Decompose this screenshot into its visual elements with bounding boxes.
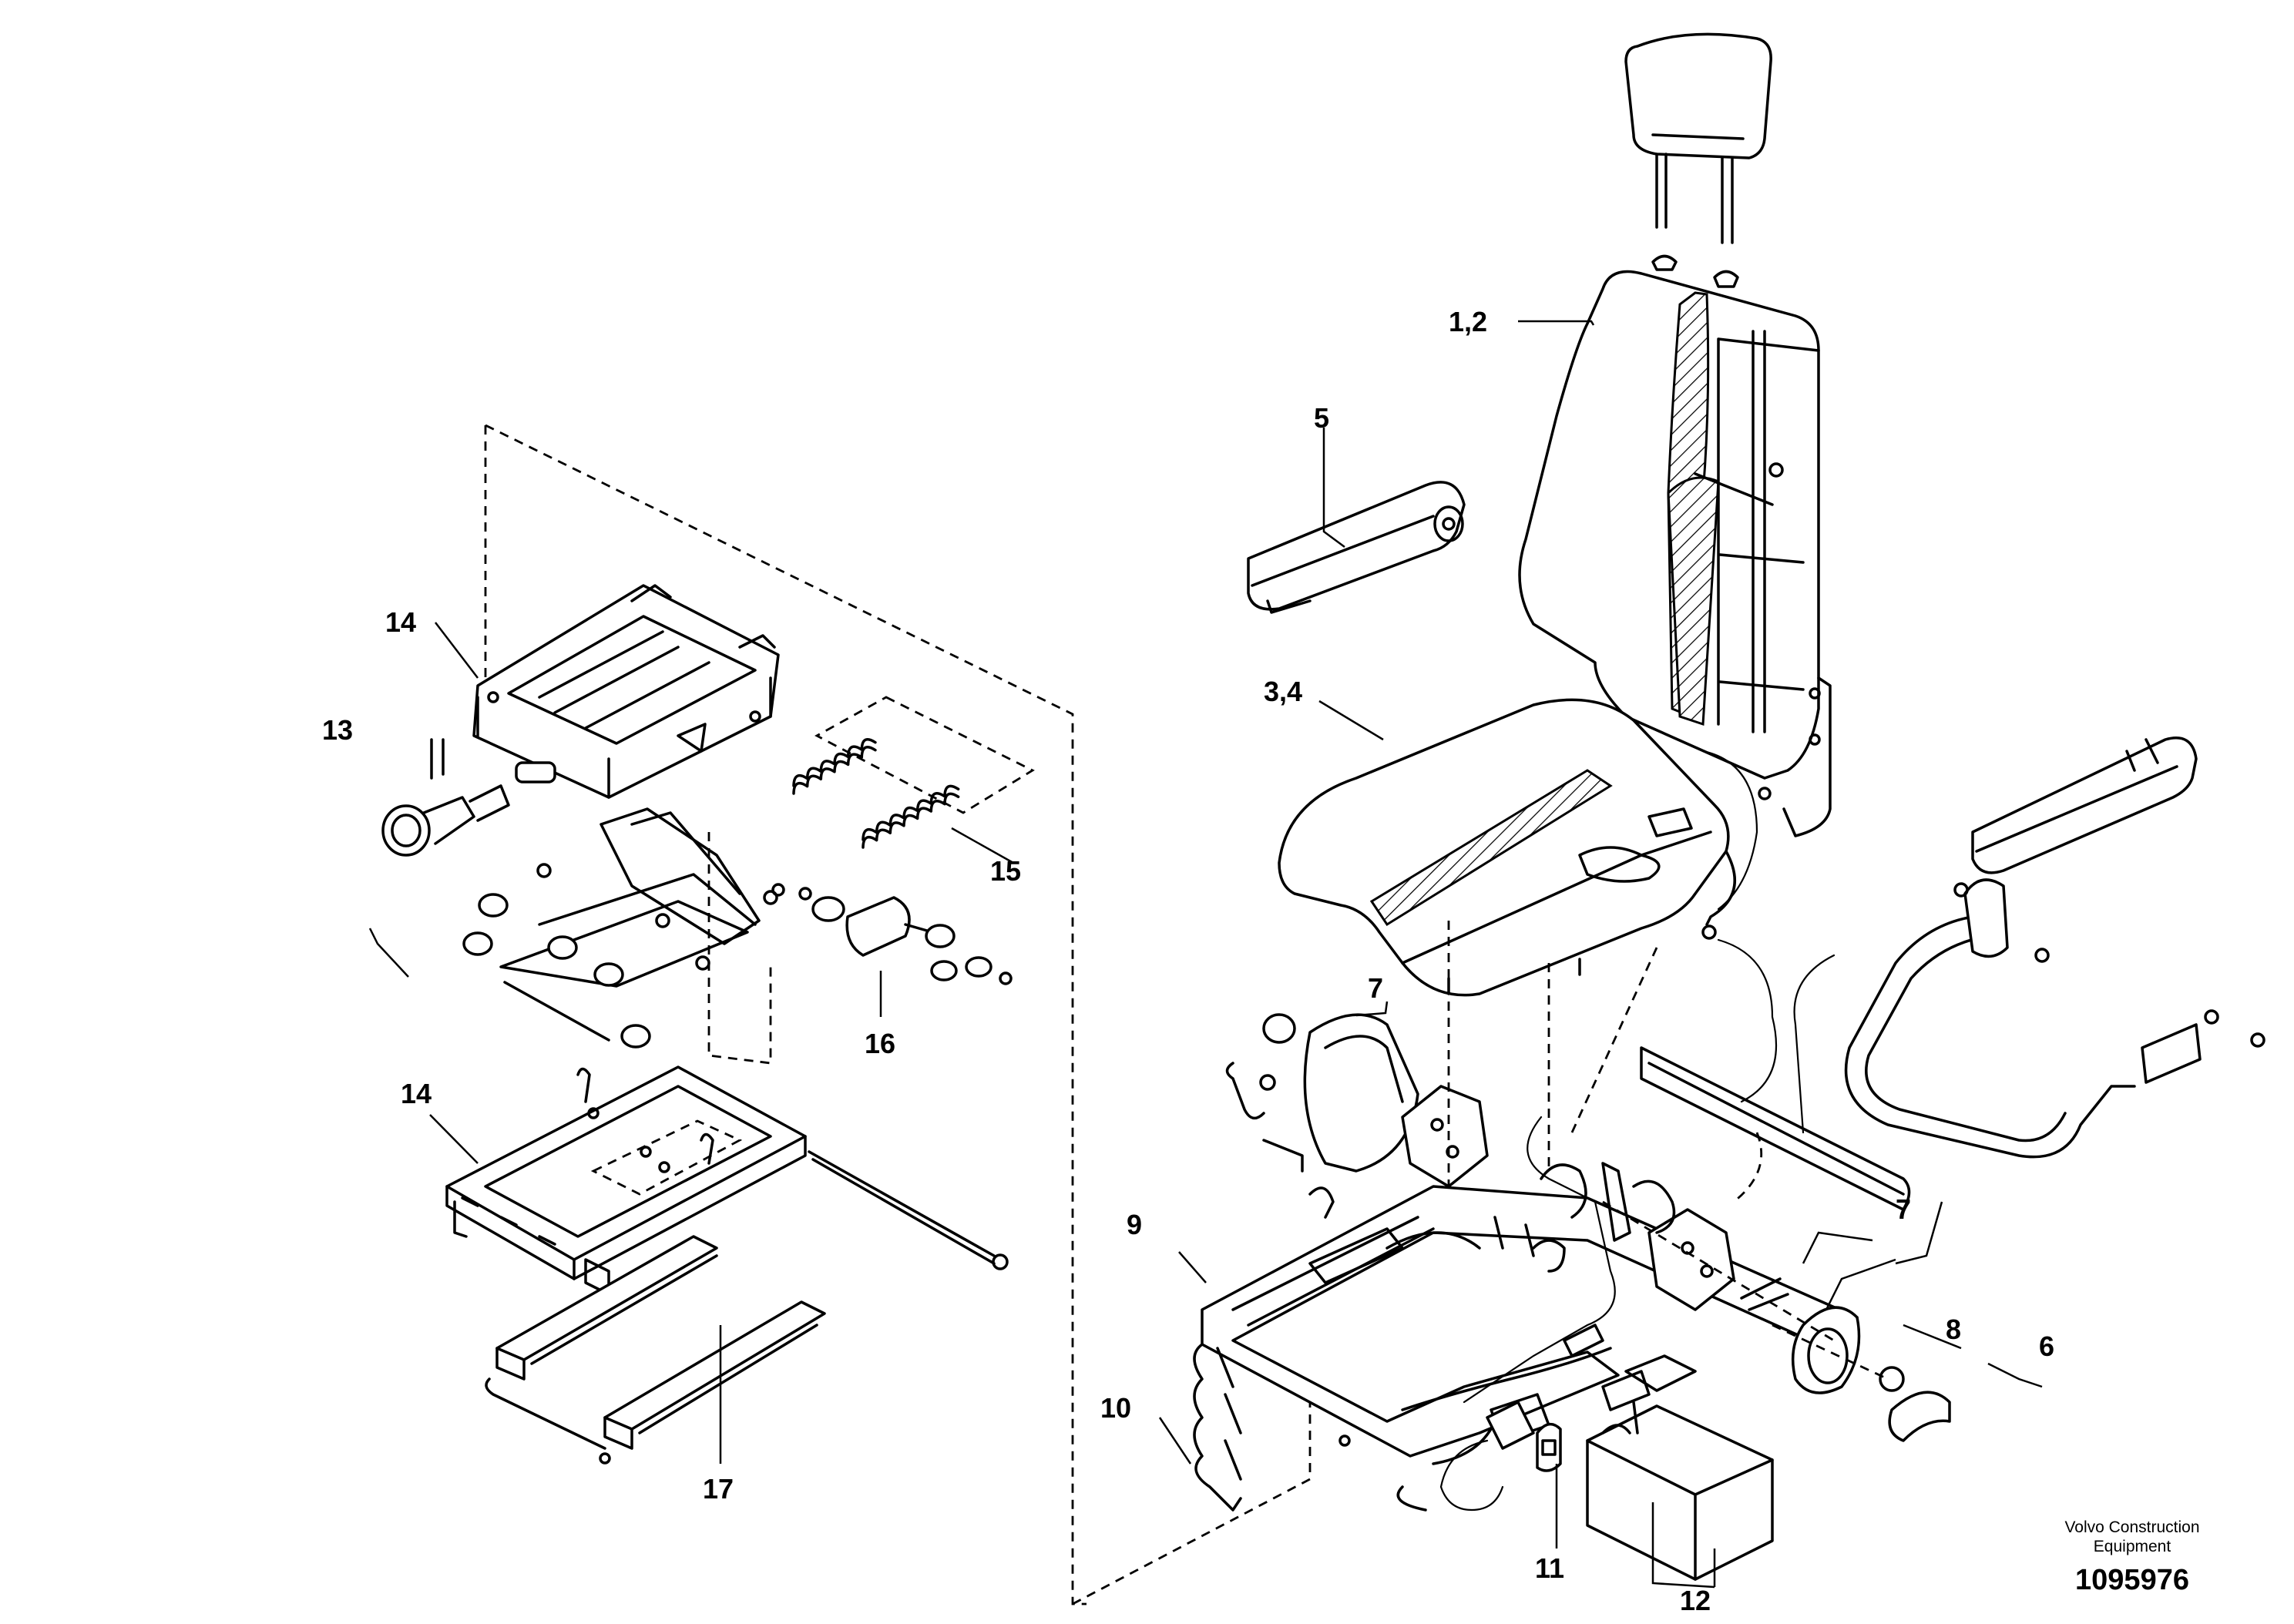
seat-group <box>1193 32 2265 1581</box>
drawing-footer: Volvo Construction Equipment 1095976 <box>2040 1518 2225 1597</box>
label-16: 16 <box>865 1028 895 1059</box>
control-box <box>1563 1324 1774 1581</box>
label-14b: 14 <box>401 1078 432 1109</box>
seat-cushion <box>1278 698 1736 997</box>
company-name: Volvo Construction Equipment <box>2064 1518 2200 1555</box>
label-7a: 7 <box>1368 972 1383 1004</box>
label-1-2: 1,2 <box>1449 306 1487 337</box>
label-14a: 14 <box>385 606 416 638</box>
label-13: 13 <box>322 714 353 746</box>
label-12: 12 <box>1680 1585 1711 1616</box>
slide-rails <box>485 1235 826 1465</box>
label-10: 10 <box>1100 1392 1131 1424</box>
seat-switch <box>1486 1401 1562 1472</box>
label-11: 11 <box>1535 1552 1564 1584</box>
armrest-left <box>1247 481 1466 614</box>
adjustment-knob <box>381 738 510 857</box>
drawing-number: 1095976 <box>2075 1564 2189 1596</box>
label-15: 15 <box>990 855 1021 887</box>
label-6: 6 <box>2039 1330 2054 1362</box>
backrest <box>1518 270 1832 837</box>
tension-springs <box>792 696 1035 849</box>
dashed-outline-suspension <box>484 424 1087 1606</box>
dashed-link-to-frame <box>1072 1394 1312 1606</box>
shock-absorber <box>771 883 1013 985</box>
label-7b: 7 <box>1896 1193 1911 1225</box>
label-17: 17 <box>703 1473 734 1505</box>
label-8: 8 <box>1946 1314 1961 1345</box>
label-9: 9 <box>1127 1209 1142 1240</box>
scissor-frame <box>462 807 778 1049</box>
upper-slide-mechanism <box>472 584 780 799</box>
suspension-group <box>381 424 1312 1606</box>
callout-labels: 1,2 3,4 5 6 7 7 8 9 10 11 12 13 14 14 15… <box>322 306 2054 1616</box>
armrest-right <box>1971 737 2198 874</box>
wiring-harness <box>1439 750 1889 1512</box>
leader-lines <box>368 320 2043 1589</box>
label-3-4: 3,4 <box>1264 676 1302 707</box>
tilt-mechanism <box>1225 1013 1951 1442</box>
headrest <box>1624 32 1772 288</box>
label-5: 5 <box>1314 402 1329 434</box>
seat-belt <box>1844 878 2265 1159</box>
